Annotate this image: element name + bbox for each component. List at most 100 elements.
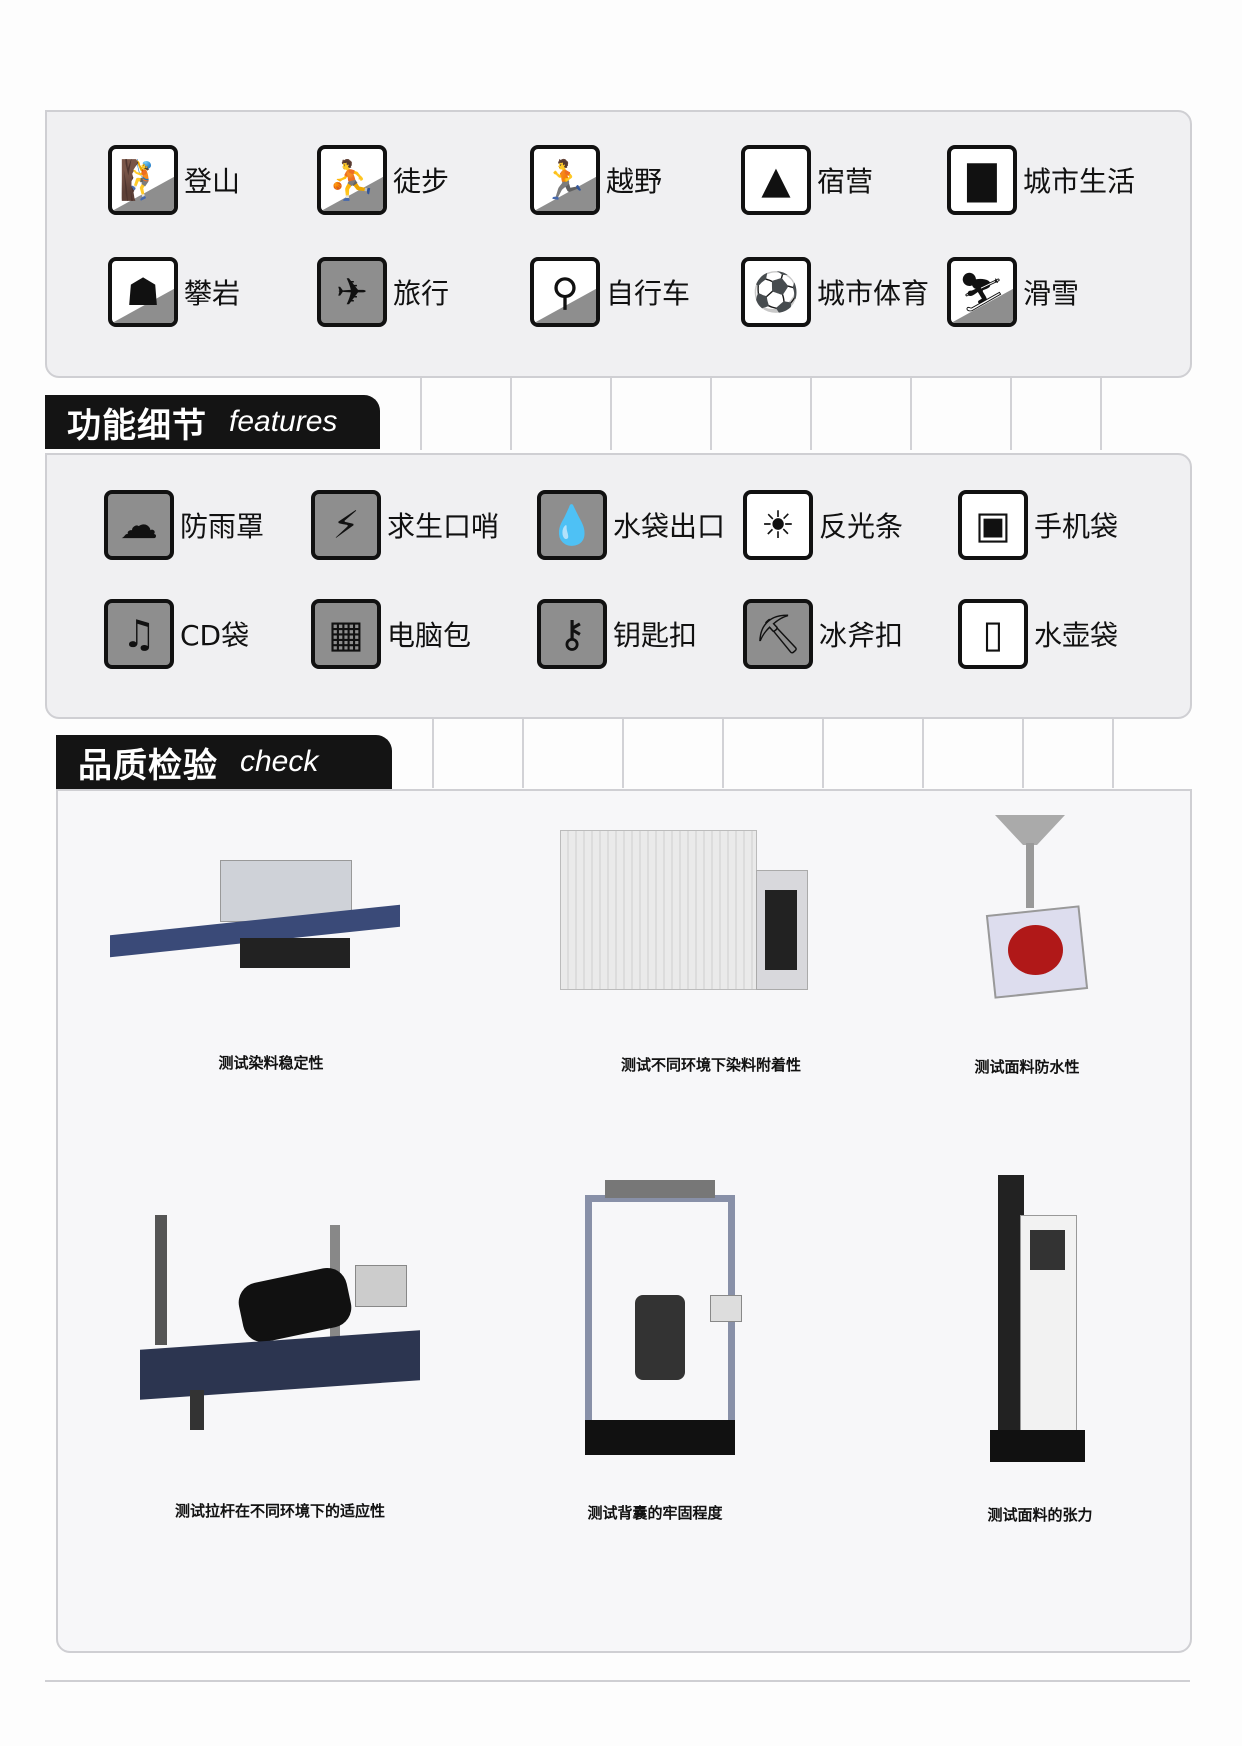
icon-glyph: 💧	[548, 502, 596, 547]
test-caption: 测试面料的张力	[987, 1506, 1093, 1524]
item-label: 自行车	[606, 277, 691, 310]
decorative-stripes-1	[380, 376, 1160, 450]
icon-glyph: ☀	[760, 503, 796, 547]
features-section-tab: 功能细节 features	[45, 395, 380, 449]
ice-axe-icon: ⛏	[743, 599, 813, 669]
icon-glyph: ⛷	[957, 269, 1007, 314]
decorative-stripes-2	[392, 718, 1172, 788]
skiing-icon: ⛷	[947, 257, 1017, 327]
water-drop-icon: 💧	[537, 490, 607, 560]
item-label: 登山	[184, 165, 241, 198]
mobile-phone-icon: ▣	[958, 490, 1028, 560]
trail-running-icon: 🏃	[530, 145, 600, 215]
item-label: 越野	[606, 165, 663, 198]
music-note-icon: ♫	[104, 599, 174, 669]
item-music-note: ♫ CD袋	[104, 599, 249, 669]
icon-glyph: ⛹	[328, 157, 376, 202]
check-section-tab: 品质检验 check	[56, 735, 392, 789]
item-rain-cloud: ☁ 防雨罩	[104, 490, 264, 560]
light-bulb-icon: ☀	[743, 490, 813, 560]
item-label: 旅行	[393, 277, 450, 310]
tensile-tester-image	[990, 1175, 1090, 1465]
icon-glyph: ☁	[120, 503, 158, 547]
trolley-handle-tester-image	[140, 1215, 430, 1455]
icon-glyph: ▇	[967, 158, 997, 202]
hiking-icon: ⛹	[317, 145, 387, 215]
item-city-buildings: ▇ 城市生活	[947, 145, 1135, 215]
rock-climbing-icon: ☗	[108, 257, 178, 327]
city-sports-icon: ⚽	[741, 257, 811, 327]
icon-glyph: 🏃	[541, 157, 589, 202]
item-mountain-climbing: 🧗 登山	[108, 145, 240, 215]
test-caption: 测试面料防水性	[974, 1058, 1080, 1076]
item-light-bulb: ☀ 反光条	[743, 490, 903, 560]
item-water-drop: 💧 水袋出口	[537, 490, 725, 560]
item-ice-axe: ⛏ 冰斧扣	[743, 599, 903, 669]
waterproof-tester-image	[980, 815, 1090, 1015]
item-tent: ▲ 宿营	[741, 145, 873, 215]
item-label: 水壶袋	[1034, 619, 1119, 652]
item-airplane: ✈ 旅行	[317, 257, 449, 327]
test-caption: 测试拉杆在不同环境下的适应性	[174, 1502, 386, 1520]
check-title-en: check	[240, 745, 319, 778]
item-skiing: ⛷ 滑雪	[947, 257, 1079, 327]
environment-chamber-image	[560, 830, 810, 990]
item-hiking: ⛹ 徒步	[317, 145, 449, 215]
water-bottle-icon: ▯	[958, 599, 1028, 669]
item-bicycle: ⚲ 自行车	[530, 257, 690, 327]
item-trail-running: 🏃 越野	[530, 145, 662, 215]
item-label: 攀岩	[184, 277, 241, 310]
icon-glyph: ⚲	[551, 270, 579, 314]
backpack-strength-tester-image	[585, 1180, 745, 1460]
item-city-sports: ⚽ 城市体育	[741, 257, 929, 327]
item-label: 电脑包	[387, 619, 472, 652]
icon-glyph: ⛏	[753, 611, 803, 656]
icon-glyph: ⚡	[332, 503, 360, 547]
icon-glyph: ▦	[328, 612, 364, 656]
item-key: ⚷ 钥匙扣	[537, 599, 697, 669]
item-rock-climbing: ☗ 攀岩	[108, 257, 240, 327]
icon-glyph: ⚷	[558, 612, 586, 656]
item-label: 徒步	[393, 165, 450, 198]
test-caption: 测试染料稳定性	[218, 1054, 324, 1072]
city-buildings-icon: ▇	[947, 145, 1017, 215]
item-label: 宿营	[817, 165, 874, 198]
item-label: CD袋	[180, 619, 250, 652]
item-whistle: ⚡ 求生口哨	[311, 490, 499, 560]
bottom-divider	[45, 1680, 1190, 1682]
item-label: 反光条	[819, 510, 904, 543]
item-label: 城市体育	[817, 277, 930, 310]
dye-stability-tester-image	[110, 860, 410, 980]
icon-glyph: ✈	[336, 270, 368, 314]
item-mobile-phone: ▣ 手机袋	[958, 490, 1118, 560]
whistle-icon: ⚡	[311, 490, 381, 560]
item-label: 滑雪	[1023, 277, 1080, 310]
features-title-en: features	[229, 405, 338, 438]
bicycle-icon: ⚲	[530, 257, 600, 327]
icon-glyph: ♫	[121, 612, 157, 656]
item-label: 防雨罩	[180, 510, 265, 543]
item-laptop: ▦ 电脑包	[311, 599, 471, 669]
test-caption: 测试背囊的牢固程度	[587, 1504, 723, 1522]
icon-glyph: 🧗	[119, 157, 167, 202]
icon-glyph: ☗	[125, 270, 161, 314]
mountain-climbing-icon: 🧗	[108, 145, 178, 215]
item-label: 冰斧扣	[819, 619, 904, 652]
item-label: 城市生活	[1023, 165, 1136, 198]
laptop-icon: ▦	[311, 599, 381, 669]
icon-glyph: ▲	[761, 158, 791, 202]
item-label: 钥匙扣	[613, 619, 698, 652]
airplane-icon: ✈	[317, 257, 387, 327]
rain-cloud-icon: ☁	[104, 490, 174, 560]
icon-glyph: ▣	[975, 503, 1011, 547]
item-label: 水袋出口	[613, 510, 726, 543]
item-label: 手机袋	[1034, 510, 1119, 543]
icon-glyph: ▯	[982, 612, 1004, 656]
key-icon: ⚷	[537, 599, 607, 669]
check-title-cn: 品质检验	[78, 745, 218, 786]
icon-glyph: ⚽	[752, 269, 800, 314]
features-title-cn: 功能细节	[67, 405, 207, 446]
item-water-bottle: ▯ 水壶袋	[958, 599, 1118, 669]
test-caption: 测试不同环境下染料附着性	[620, 1056, 802, 1074]
item-label: 求生口哨	[387, 510, 500, 543]
